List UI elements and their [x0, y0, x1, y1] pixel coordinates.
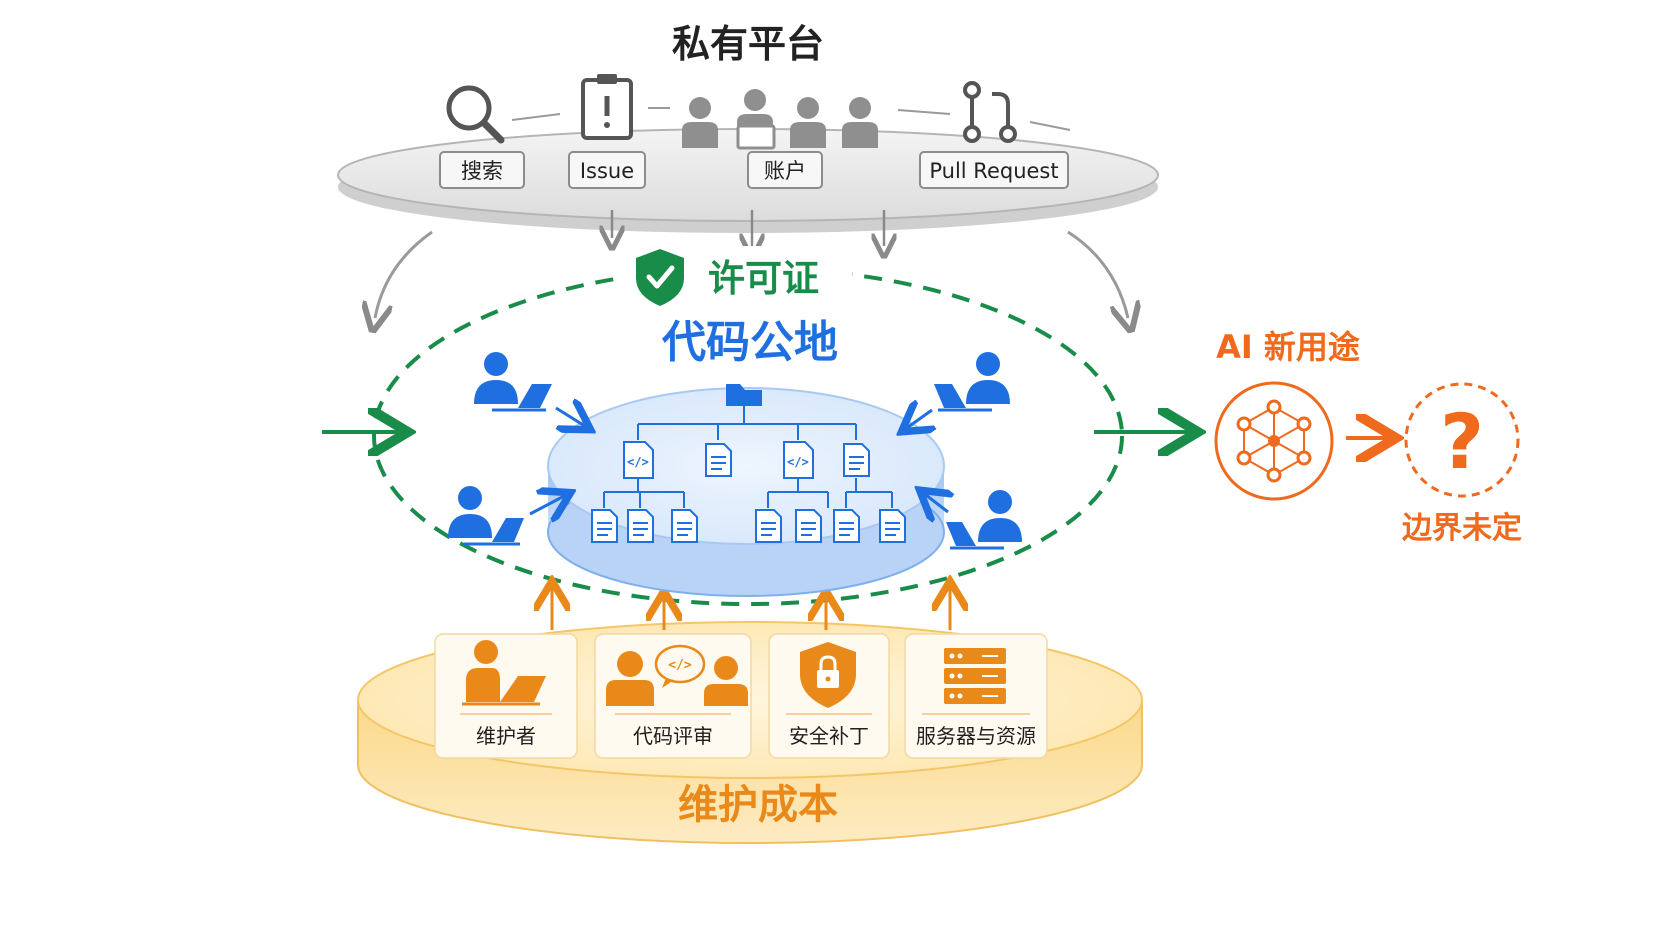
platform-down-arrows	[612, 210, 884, 246]
doc-file-icon	[833, 509, 860, 543]
maintenance-card-maintainer: 维护者	[434, 633, 578, 759]
platform-label-account: 账户	[747, 151, 823, 189]
issue-label: Issue	[580, 159, 634, 183]
lock-shield-icon	[800, 642, 856, 708]
clipboard-alert-icon	[581, 74, 633, 140]
doc-file-icon	[591, 509, 618, 543]
contributor-bottom-left	[448, 486, 524, 546]
license-label: 许可证	[708, 257, 819, 300]
pull-request-label: Pull Request	[929, 159, 1058, 183]
maintenance-card-servers: 服务器与资源	[904, 633, 1048, 759]
doc-file-icon	[705, 443, 732, 477]
shield-check-icon	[636, 249, 684, 306]
folder-icon	[726, 384, 762, 406]
maintenance-up-arrows	[552, 584, 950, 630]
maintainer-label: 维护者	[476, 724, 536, 748]
doc-file-icon	[671, 509, 698, 543]
doc-file-icon	[755, 509, 782, 543]
private-platform-title: 私有平台	[672, 22, 824, 66]
maintenance-card-security-patch: 安全补丁	[768, 633, 890, 759]
doc-file-icon	[879, 509, 906, 543]
ai-network-icon	[1214, 381, 1334, 501]
contributor-arrows	[529, 408, 948, 514]
doc-file-icon	[795, 509, 822, 543]
gray-curved-arrow-left	[375, 230, 433, 318]
ai-title: AI 新用途	[1216, 328, 1360, 366]
undefined-boundary-icon: ?	[1404, 382, 1520, 498]
search-label: 搜索	[461, 159, 503, 183]
commons-title: 代码公地	[661, 317, 838, 368]
code-review-label: 代码评审	[633, 724, 713, 748]
team-icon	[682, 89, 878, 150]
pull-request-icon	[963, 81, 1017, 143]
server-icon	[944, 648, 1006, 704]
svg-text:</>: </>	[668, 658, 692, 673]
security-patch-label: 安全补丁	[789, 724, 869, 748]
code-file-icon	[623, 441, 654, 479]
contributor-top-right	[934, 352, 1010, 412]
platform-connector-lines	[511, 107, 1071, 131]
code-review-icon: </>	[606, 644, 748, 706]
doc-file-icon	[627, 509, 654, 543]
maintenance-title: 维护成本	[678, 782, 838, 828]
gray-curved-arrow-right	[1067, 230, 1128, 318]
contributor-bottom-right	[946, 490, 1022, 550]
question-mark: ?	[1440, 397, 1484, 486]
contributor-top-left	[474, 352, 552, 412]
account-label: 账户	[764, 159, 806, 183]
doc-file-icon	[843, 443, 870, 477]
platform-label-search: 搜索	[439, 151, 525, 189]
boundary-label: 边界未定	[1402, 511, 1522, 546]
search-icon	[446, 85, 505, 144]
person-laptop-icon	[462, 640, 546, 706]
maintenance-card-code-review: </> 代码评审	[594, 633, 752, 759]
platform-label-issue: Issue	[568, 151, 646, 189]
platform-label-pull-request: Pull Request	[919, 151, 1069, 189]
servers-label: 服务器与资源	[916, 724, 1036, 748]
file-tree	[591, 384, 906, 543]
code-file-icon	[783, 441, 814, 479]
